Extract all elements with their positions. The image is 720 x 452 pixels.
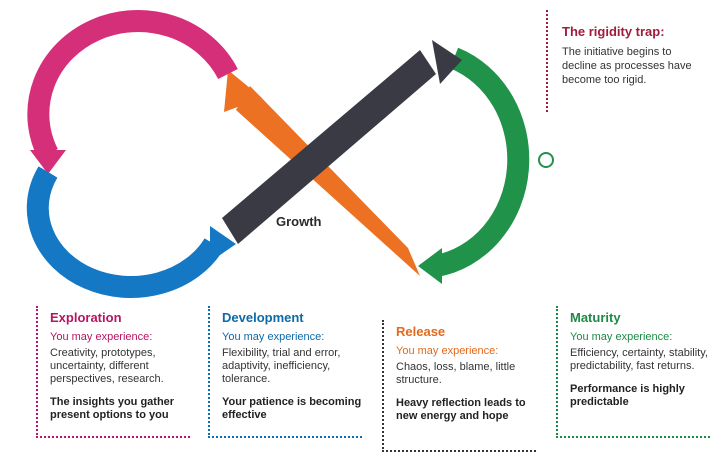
phase-description: Flexibility, trial and error, adaptivity… xyxy=(222,347,341,385)
rigidity-trap-callout: The rigidity trap: The initiative begins… xyxy=(546,10,706,112)
phase-development: Development You may experience: Flexibil… xyxy=(208,306,362,438)
phase-subtitle: You may experience: xyxy=(396,345,499,357)
infinity-cycle-diagram xyxy=(26,10,554,299)
growth-label: Growth xyxy=(276,214,322,229)
release-arrow-body xyxy=(236,86,420,276)
phase-subtitle: You may experience: xyxy=(222,331,325,343)
phase-release: Release You may experience: Chaos, loss,… xyxy=(382,320,536,452)
phase-description: Creativity, prototypes, uncertainty, dif… xyxy=(50,347,164,385)
exploration-arrowhead xyxy=(30,150,66,174)
phase-key-point: Heavy reflection leads to new energy and… xyxy=(396,397,526,422)
growth-arrowhead xyxy=(432,40,462,84)
phase-title: Maturity xyxy=(570,310,621,325)
rigidity-trap-text: The initiative begins to decline as proc… xyxy=(562,46,692,86)
phase-title: Release xyxy=(396,324,446,339)
phase-exploration: Exploration You may experience: Creativi… xyxy=(36,306,190,438)
circle-marker-icon xyxy=(538,152,554,168)
phase-description: Efficiency, certainty, stability, predic… xyxy=(570,347,708,372)
development-arrowhead xyxy=(210,226,236,262)
phase-description: Chaos, loss, blame, little structure. xyxy=(396,361,516,386)
release-arrowhead xyxy=(224,70,262,112)
phase-subtitle: You may experience: xyxy=(50,331,153,343)
maturity-arc xyxy=(433,47,530,277)
phase-title: Development xyxy=(222,310,304,325)
phase-title: Exploration xyxy=(50,310,122,325)
phase-key-point: The insights you gather present options … xyxy=(50,396,175,421)
growth-arrow-body xyxy=(222,50,436,244)
phase-subtitle: You may experience: xyxy=(570,331,673,343)
maturity-arrowhead xyxy=(418,248,442,284)
phase-key-point: Your patience is becoming effective xyxy=(222,396,362,421)
exploration-arc xyxy=(27,10,238,159)
rigidity-trap-title: The rigidity trap: xyxy=(562,24,665,39)
phase-maturity: Maturity You may experience: Efficiency,… xyxy=(556,306,710,438)
development-arc xyxy=(26,166,224,299)
phase-key-point: Performance is highly predictable xyxy=(570,383,685,408)
